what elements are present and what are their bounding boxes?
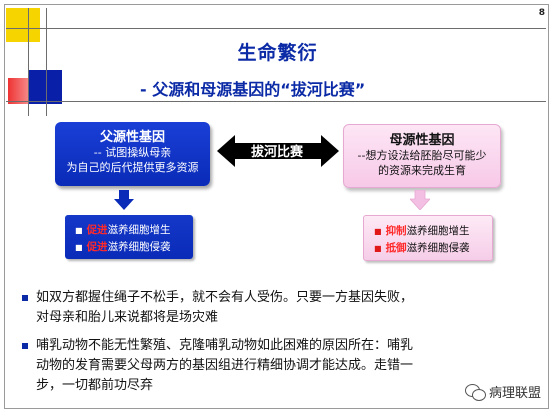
- bullet-line: 步，一切都前功尽弃: [36, 378, 154, 393]
- watermark-text: 病理联盟: [488, 386, 541, 401]
- bullet-line: 哺乳动物不能无性繁殖、克隆哺乳动物如此困难的原因所在：哺乳: [36, 338, 414, 353]
- down-arrow-icon: [114, 190, 134, 210]
- effect-text: 滋养细胞增生: [406, 225, 470, 237]
- bullet-square-icon: [22, 295, 28, 301]
- effect-item: ■促进滋养细胞侵袭: [75, 239, 171, 254]
- decor-line: [28, 8, 29, 116]
- decor-line: [6, 101, 546, 102]
- effect-item: ■抵御滋养细胞侵袭: [374, 240, 470, 255]
- effect-verb: 促进: [86, 241, 108, 253]
- paternal-line: 为自己的后代提供更多资源: [66, 161, 199, 174]
- tug-of-war-label: 拔河比赛: [250, 145, 303, 160]
- slide-subtitle: - 父源和母源基因的“拔河比赛”: [140, 80, 366, 99]
- bullet-square-icon: ■: [374, 227, 382, 236]
- effect-item: ■促进滋养细胞增生: [75, 222, 171, 237]
- slide-title: 生命繁衍: [237, 42, 318, 64]
- decor-yellow-square: [6, 8, 40, 42]
- bullet-line: 动物的发育需要父母两方的基因组进行精细协调才能达成。走错一: [36, 358, 414, 373]
- decor-blue-square: [28, 70, 62, 104]
- bullet-square-icon: [22, 343, 28, 349]
- bullet-square-icon: ■: [75, 226, 83, 235]
- bullet-square-icon: ■: [374, 244, 382, 253]
- decor-line: [46, 8, 47, 116]
- bullet-line: 对母亲和胎儿来说都将是场灾难: [36, 310, 219, 325]
- slide-frame: [4, 4, 549, 409]
- down-arrow-icon: [410, 190, 430, 210]
- maternal-effects-box: ■抑制滋养细胞增生 ■抵御滋养细胞侵袭: [363, 215, 493, 261]
- bullet-line: 如双方都握住绳子不松手，就不会有人受伤。只要一方基因失败，: [36, 290, 414, 305]
- paternal-gene-box: 父源性基因 -- 试图操纵母亲 为自己的后代提供更多资源: [55, 122, 210, 186]
- effect-verb: 抑制: [385, 225, 407, 237]
- effect-text: 滋养细胞侵袭: [406, 242, 470, 254]
- decor-line: [6, 28, 546, 29]
- maternal-line: --想方设法给胚胎尽可能少: [357, 149, 487, 162]
- effect-text: 滋养细胞增生: [107, 224, 171, 236]
- effect-verb: 促进: [86, 224, 108, 236]
- maternal-heading: 母源性基因: [389, 133, 455, 148]
- maternal-gene-box: 母源性基因 --想方设法给胚胎尽可能少 的资源来完成生育: [343, 124, 501, 188]
- double-arrow-icon: [217, 135, 339, 167]
- bullet-square-icon: ■: [75, 243, 83, 252]
- effect-text: 滋养细胞侵袭: [107, 241, 171, 253]
- effect-item: ■抑制滋养细胞增生: [374, 223, 470, 238]
- effect-verb: 抵御: [385, 242, 407, 254]
- paternal-heading: 父源性基因: [99, 130, 165, 145]
- paternal-line: -- 试图操纵母亲: [93, 146, 172, 159]
- page-number: 8: [538, 8, 545, 18]
- bullet-point: 哺乳动物不能无性繁殖、克隆哺乳动物如此困难的原因所在：哺乳 动物的发育需要父母两…: [22, 336, 516, 396]
- wechat-icon: [464, 383, 486, 401]
- watermark: 病理联盟: [464, 382, 541, 401]
- bullet-point: 如双方都握住绳子不松手，就不会有人受伤。只要一方基因失败， 对母亲和胎儿来说都将…: [22, 288, 516, 328]
- maternal-line: 的资源来完成生育: [378, 164, 466, 177]
- paternal-effects-box: ■促进滋养细胞增生 ■促进滋养细胞侵袭: [65, 215, 193, 259]
